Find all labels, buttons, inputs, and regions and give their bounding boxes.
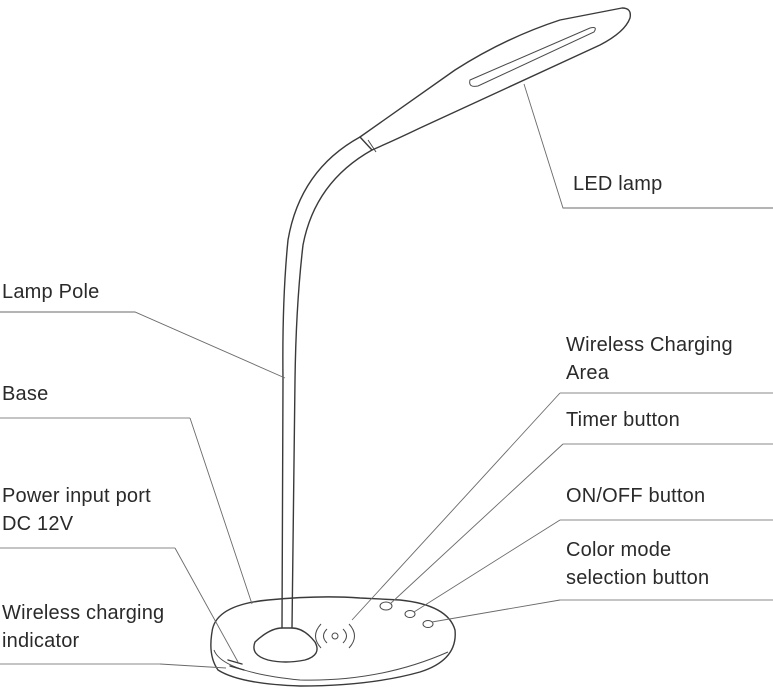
label-wireless-area-line2: Area bbox=[566, 362, 610, 384]
label-power-port-line1: Power input port bbox=[2, 485, 151, 507]
lamp-pole-drawing bbox=[281, 136, 373, 629]
led-lamp-head bbox=[359, 7, 632, 153]
label-color-mode-line1: Color mode bbox=[566, 539, 672, 561]
label-base: Base bbox=[2, 383, 49, 405]
label-wireless-indicator-line1: Wireless charging bbox=[2, 602, 165, 624]
label-led-lamp: LED lamp bbox=[573, 173, 663, 195]
base-drawing bbox=[210, 596, 456, 687]
label-onoff-button: ON/OFF button bbox=[566, 485, 706, 507]
label-color-mode-line2: selection button bbox=[566, 567, 710, 589]
label-timer-button: Timer button bbox=[566, 409, 680, 431]
label-wireless-area-line1: Wireless Charging bbox=[566, 334, 733, 356]
leader-lines bbox=[0, 83, 773, 669]
label-wireless-indicator-line2: indicator bbox=[2, 630, 80, 652]
label-power-port-line2: DC 12V bbox=[2, 513, 74, 535]
wireless-charge-icon bbox=[315, 623, 355, 649]
base-buttons bbox=[379, 601, 434, 628]
label-lamp-pole: Lamp Pole bbox=[2, 281, 100, 303]
